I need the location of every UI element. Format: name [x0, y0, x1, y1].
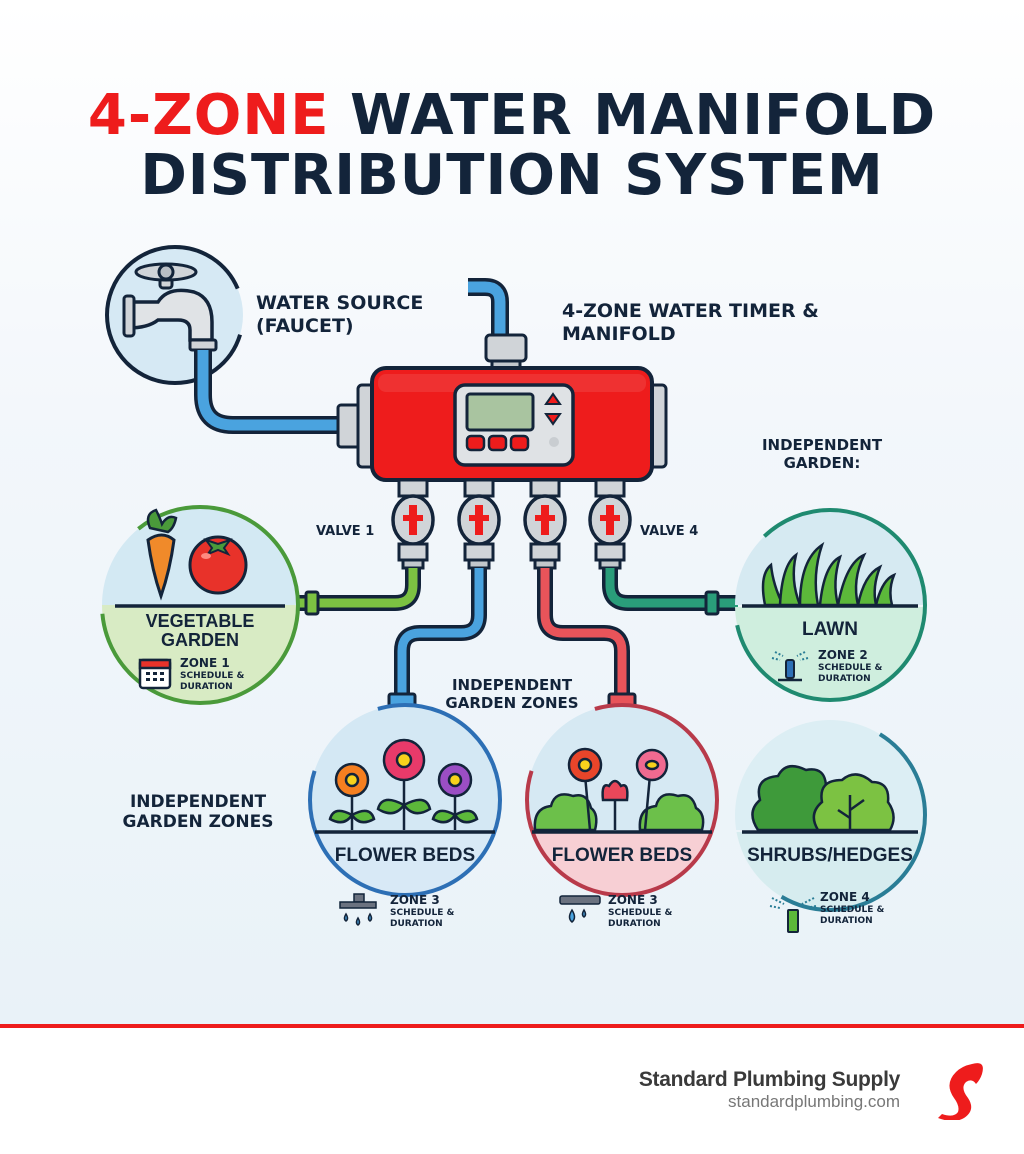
- faucet-icon: [105, 245, 245, 385]
- zone-name-vegetable: VEGETABLE GARDEN: [145, 611, 255, 650]
- garden-bush-flowers-icon: [533, 747, 705, 832]
- zone-name-lawn: LAWN: [802, 619, 858, 640]
- zone-name-flower-beds-1: FLOWER BEDS: [334, 845, 476, 866]
- sprinkler-icon: [769, 897, 817, 933]
- zone-name-shrubs: SHRUBS/HEDGES: [747, 845, 913, 866]
- manifold-timer: [336, 366, 668, 482]
- supply-pipe: [197, 350, 345, 431]
- title-accent: 4-ZONE: [87, 83, 330, 148]
- zone-pipes: [298, 568, 738, 708]
- title-line1-rest: WATER MANIFOLD: [329, 83, 937, 148]
- brand-logo-icon: [938, 1063, 983, 1120]
- carrot-icon: [146, 508, 178, 601]
- tomato-icon: [188, 535, 248, 595]
- valves: [391, 478, 632, 570]
- title-line-2: DISTRIBUTION SYSTEM: [140, 143, 884, 208]
- diagram-graphics: [100, 245, 927, 933]
- shrubs-icon: [751, 764, 895, 832]
- brand-name: Standard Plumbing Supply: [638, 1068, 900, 1091]
- footer-divider: [0, 1024, 1024, 1028]
- water-source-label: WATER SOURCE (FAUCET): [256, 292, 424, 337]
- valve-1-label: VALVE 1: [316, 524, 375, 539]
- grass-icon: [761, 541, 897, 607]
- zone-name-flower-beds-2: FLOWER BEDS: [551, 845, 693, 866]
- independent-zones-left-label: INDEPENDENT GARDEN ZONES: [122, 792, 274, 833]
- calendar-icon: [138, 658, 172, 690]
- flower-beds-zone-1: [308, 703, 502, 926]
- title-line-1: 4-ZONE WATER MANIFOLD: [0, 88, 1024, 144]
- sprinkler-icon: [771, 651, 809, 682]
- brand-url[interactable]: standardplumbing.com: [728, 1092, 900, 1111]
- timer-manifold-label: 4-ZONE WATER TIMER & MANIFOLD: [562, 300, 819, 345]
- valve-4-label: VALVE 4: [640, 524, 699, 539]
- drip-icon: [339, 893, 377, 926]
- drip-line-icon: [559, 895, 601, 923]
- independent-zones-center-label: INDEPENDENT GARDEN ZONES: [445, 676, 579, 712]
- independent-garden-label: INDEPENDENT GARDEN:: [761, 436, 883, 472]
- flowers-icon: [328, 738, 479, 830]
- flower-beds-zone-2: [525, 703, 719, 923]
- brand-block: Standard Plumbing Supply standardplumbin…: [639, 1068, 900, 1112]
